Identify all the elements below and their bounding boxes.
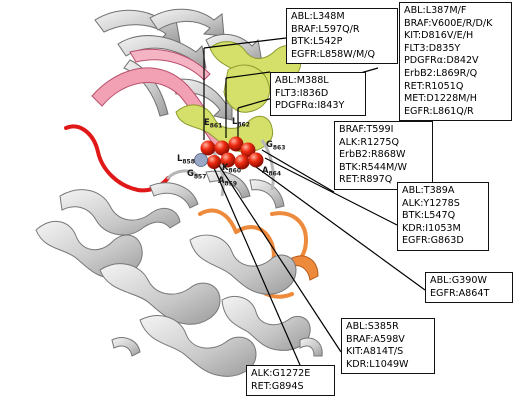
mutation-label: EGFR:L858W/M/Q — [291, 48, 376, 60]
mutation-label: ALK:G1272E — [251, 368, 311, 379]
mutation-label: PDGFRα:I843Y — [275, 100, 345, 112]
residue-label-a859: A859 — [218, 175, 237, 188]
mutation-label: FLT3:I836D — [275, 87, 329, 99]
residue-label-e861: E861 — [204, 117, 222, 130]
residue-label-l862: L862 — [232, 116, 250, 129]
mutation-label: BRAF:L597Q/R — [291, 23, 360, 35]
mutation-label: KDR:L1049W — [346, 358, 409, 370]
mutation-label: ABL:G390W — [430, 275, 487, 286]
mutation-box-5: ABL:T389A ALK:Y1278S BTK:L547Q KDR:I1053… — [397, 182, 489, 251]
mutation-label: PDGFRα:D842V — [404, 55, 479, 67]
mutation-box-1: ABL:L348M BRAF:L597Q/R BTK:L542P EGFR:L8… — [286, 8, 398, 65]
mutation-box-3: ABL:M388L FLT3:I836D PDGFRα:I843Y — [270, 72, 366, 116]
residue-label-g863: G863 — [266, 139, 285, 152]
mutation-label: ABL:L348M — [291, 11, 345, 22]
mutation-label: KDR:I1053M — [402, 222, 461, 234]
residue-labels: L858 G857 A859 K860 E861 L862 G863 A864 — [177, 116, 285, 188]
c-lobe-helices — [35, 170, 323, 377]
mutation-label: ABL:T389A — [402, 185, 455, 196]
mutation-label: KIT:A814T/S — [346, 346, 404, 358]
mutation-label: EGFR:L861Q/R — [404, 105, 474, 117]
mutation-box-8: ALK:G1272E RET:G894S — [246, 365, 335, 397]
mutation-label: ABL:L387M/F — [404, 5, 467, 16]
mutation-box-7: ABL:S385R BRAF:A598V KIT:A814T/S KDR:L10… — [341, 318, 435, 375]
residue-label-l858: L858 — [177, 153, 195, 166]
mutation-label: RET:R1051Q — [404, 80, 464, 92]
red-loop — [64, 124, 170, 193]
mutation-label: ALK:R1275Q — [339, 136, 400, 148]
leader-lines — [203, 37, 426, 366]
residue-spheres — [194, 136, 264, 170]
mutation-label: ABL:S385R — [346, 321, 399, 332]
mutation-label: RET:R897Q — [339, 174, 393, 186]
residue-label-k860: K860 — [222, 162, 241, 175]
mutation-label: BTK:L542P — [291, 36, 343, 48]
mutation-label: EGFR:G863D — [402, 235, 464, 247]
residue-label-g857: G857 — [187, 168, 206, 181]
mutation-label: BRAF:T599I — [339, 124, 394, 135]
mutation-label: BRAF:A598V — [346, 333, 405, 345]
mutation-box-2: ABL:L387M/F BRAF:V600E/R/D/K KIT:D816V/E… — [399, 2, 512, 122]
mutation-label: KIT:D816V/E/H — [404, 30, 474, 42]
mutation-box-6: ABL:G390W EGFR:A864T — [425, 272, 513, 304]
mutation-label: MET:D1228M/H — [404, 93, 477, 105]
mutation-label: ErbB2:L869R/Q — [404, 67, 478, 79]
mutation-label: ABL:M388L — [275, 75, 329, 86]
mutation-label: BTK:R544M/W — [339, 161, 407, 173]
residue-label-a864: A864 — [262, 165, 281, 178]
mutation-label: FLT3:D835Y — [404, 42, 461, 54]
mutation-label: BTK:L547Q — [402, 210, 456, 222]
mutation-label: ALK:Y1278S — [402, 197, 460, 209]
mutation-label: BRAF:V600E/R/D/K — [404, 17, 493, 29]
mutation-label: ErbB2:R868W — [339, 149, 406, 161]
mutation-label: RET:G894S — [251, 380, 304, 392]
mutation-box-4: BRAF:T599I ALK:R1275Q ErbB2:R868W BTK:R5… — [334, 121, 433, 190]
mutation-label: EGFR:A864T — [430, 287, 490, 299]
